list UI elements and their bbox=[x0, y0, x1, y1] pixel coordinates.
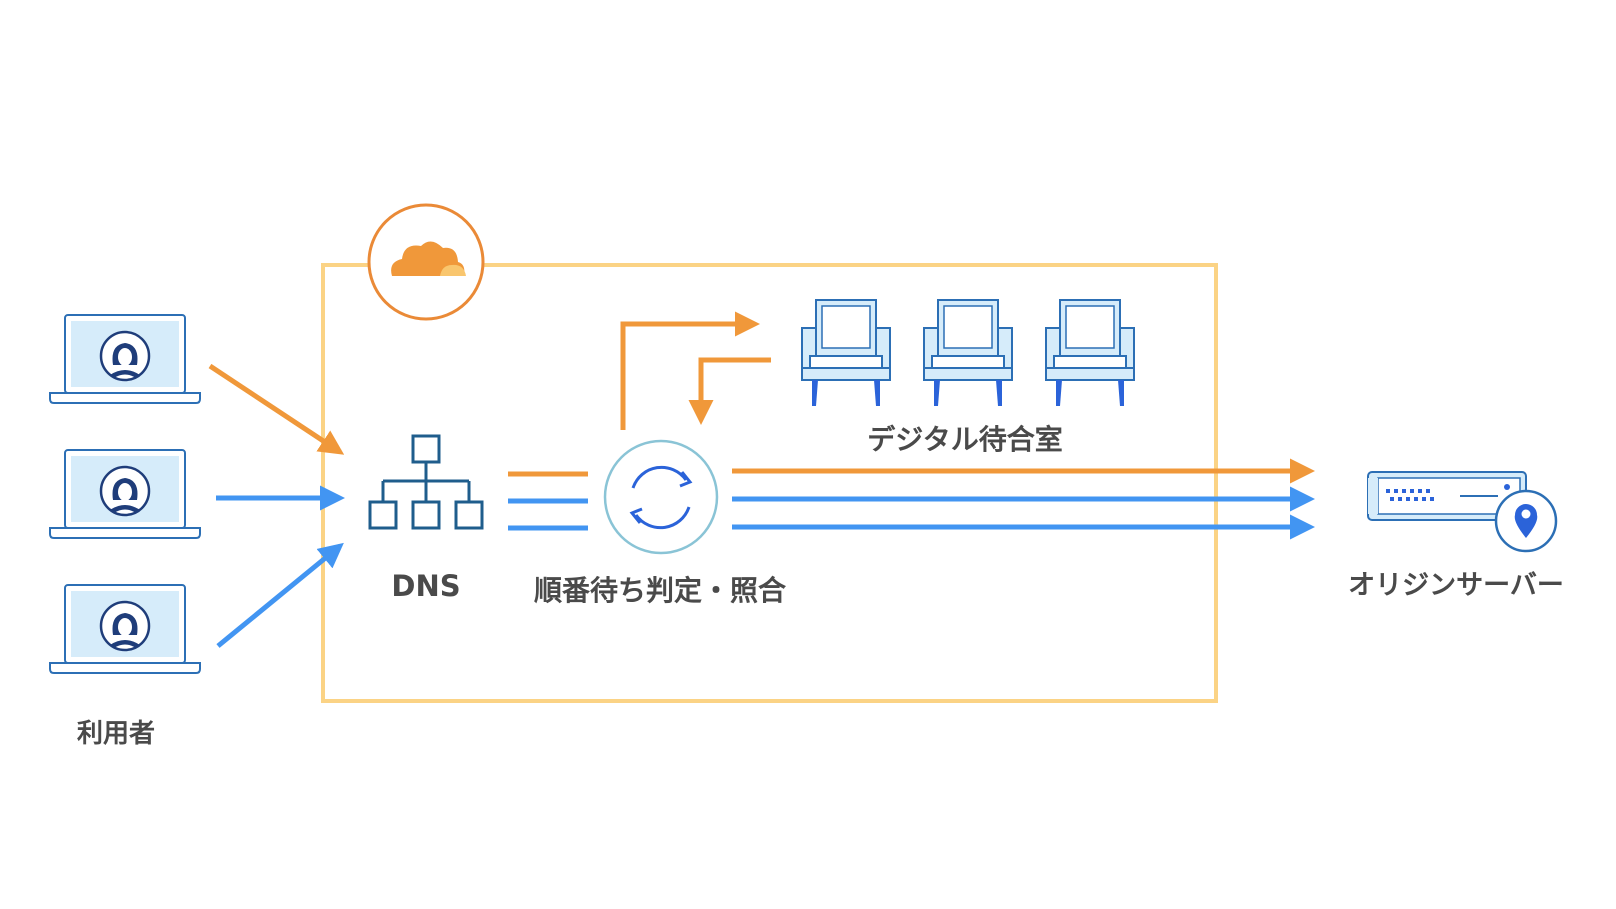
laptop-user-icon bbox=[49, 449, 201, 539]
arrow-queue-to-waiting-room bbox=[620, 311, 760, 430]
laptop-user-icon bbox=[49, 314, 201, 404]
server-location-icon bbox=[1367, 471, 1558, 553]
dns-label: DNS bbox=[391, 569, 460, 603]
armchair-icon bbox=[923, 299, 1013, 406]
network-hierarchy-icon bbox=[368, 434, 484, 530]
waiting-room-label: デジタル待合室 bbox=[867, 423, 1062, 456]
cloudflare-boundary bbox=[321, 263, 1218, 703]
arrow-user3-to-dns bbox=[216, 542, 344, 648]
arrow-user1-to-dns bbox=[208, 363, 345, 455]
sync-cycle-icon bbox=[603, 439, 719, 555]
arrow-waiting-room-to-queue bbox=[688, 357, 771, 425]
queue-label: 順番待ち判定・照合 bbox=[534, 574, 787, 607]
cloudflare-logo-icon bbox=[367, 203, 485, 321]
armchair-icon bbox=[1045, 299, 1135, 406]
users-label: 利用者 bbox=[77, 719, 155, 749]
laptop-user-icon bbox=[49, 584, 201, 674]
armchair-icon bbox=[801, 299, 891, 406]
origin-label: オリジンサーバー bbox=[1348, 570, 1564, 601]
